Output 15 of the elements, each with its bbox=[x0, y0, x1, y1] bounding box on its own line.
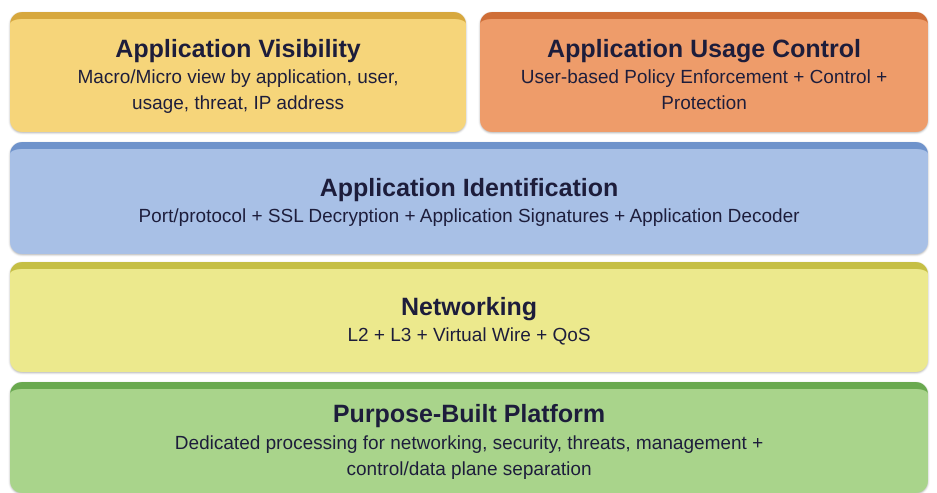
layer-description: Macro/Micro view by application, user, usage, threat, IP address bbox=[76, 66, 400, 116]
layer-description: Port/protocol + SSL Decryption + Application Signatures + Application Decoder bbox=[138, 205, 800, 230]
layer-title: Application Usage Control bbox=[547, 34, 861, 65]
layer-block bbox=[10, 142, 928, 254]
layer-description: Dedicated processing for networking, security, threats, management + control/data plane separation bbox=[174, 432, 764, 482]
layer-description: L2 + L3 + Virtual Wire + QoS bbox=[346, 324, 592, 348]
layer-title: Application Identification bbox=[320, 172, 618, 204]
layer-title: Application Visibility bbox=[115, 34, 361, 65]
layer-title: Networking bbox=[400, 292, 538, 323]
layer-description: User-based Policy Enforcement + Control + Protection bbox=[520, 66, 888, 116]
layer-block bbox=[10, 382, 928, 493]
layer-block bbox=[10, 12, 466, 132]
layer-title: Purpose-Built Platform bbox=[332, 399, 606, 430]
layer-block bbox=[10, 262, 928, 372]
layer-block bbox=[480, 12, 928, 132]
